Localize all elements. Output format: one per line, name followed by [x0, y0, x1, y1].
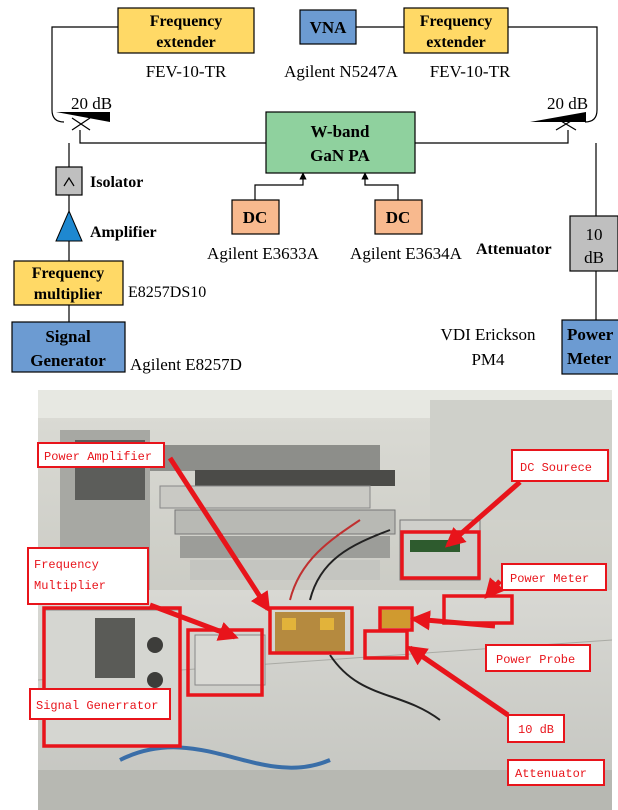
- lab-photo: Power Amplifier DC Sourece Frequency Mul…: [28, 390, 612, 810]
- amplifier-triangle: [56, 211, 82, 241]
- wire-coupler-pa-right: [415, 130, 568, 143]
- fev-right-label: FEV-10-TR: [430, 62, 511, 81]
- pm-model-line1: VDI Erickson: [441, 325, 536, 344]
- wire-dc-left: [255, 173, 303, 200]
- callout-frequency-multiplier-box: [28, 548, 148, 604]
- dc-right-label: DC: [386, 208, 411, 227]
- attenuator-label: Attenuator: [476, 241, 552, 258]
- coupler-right: 20 dB: [530, 94, 588, 130]
- coupler-left-label: 20 dB: [71, 94, 112, 113]
- attenuator-line2: dB: [584, 248, 604, 267]
- freq-extender-left-line2: extender: [156, 34, 216, 51]
- fev-left-label: FEV-10-TR: [146, 62, 227, 81]
- coupler-right-label: 20 dB: [547, 94, 588, 113]
- callout-power-amplifier: Power Amplifier: [44, 450, 152, 464]
- sig-gen-model-label: Agilent E8257D: [130, 355, 242, 374]
- attenuator-line1: 10: [586, 225, 603, 244]
- wire-coupler-pa-left: [80, 130, 266, 143]
- coupler-left: 20 dB: [56, 94, 112, 130]
- mult-model-label: E8257DS10: [128, 284, 206, 301]
- pa-line1: W-band: [311, 122, 370, 141]
- signal-generator-line2: Generator: [30, 351, 106, 370]
- callout-power-probe: Power Probe: [496, 653, 575, 667]
- vna-model-label: Agilent N5247A: [284, 62, 399, 81]
- callout-power-meter: Power Meter: [510, 572, 589, 586]
- freq-multiplier-line2: multiplier: [34, 286, 102, 303]
- dc-left-label: DC: [243, 208, 268, 227]
- callout-frequency-multiplier-line2: Multiplier: [34, 579, 106, 593]
- callout-frequency-multiplier-line1: Frequency: [34, 558, 99, 572]
- freq-extender-right-line2: extender: [426, 34, 486, 51]
- dc-left-model: Agilent E3633A: [207, 244, 320, 263]
- callout-10db: 10 dB: [518, 723, 554, 737]
- dc-right-model: Agilent E3634A: [350, 244, 463, 263]
- freq-multiplier-line1: Frequency: [32, 265, 105, 282]
- signal-generator-line1: Signal: [45, 327, 91, 346]
- wire-dc-right: [365, 173, 398, 200]
- freq-extender-right-line1: Frequency: [420, 13, 493, 30]
- isolator-label: Isolator: [90, 174, 143, 191]
- callout-signal-generator: Signal Generrator: [36, 699, 158, 713]
- freq-extender-left-line1: Frequency: [150, 13, 223, 30]
- pm-model-line2: PM4: [471, 350, 505, 369]
- callout-dc-source: DC Sourece: [520, 461, 592, 475]
- block-diagram: 20 dB 20 dB Frequency extender FEV-10-TR…: [12, 8, 618, 374]
- pa-line2: GaN PA: [310, 146, 370, 165]
- power-meter-line1: Power: [567, 325, 614, 344]
- callout-attenuator: Attenuator: [515, 767, 587, 781]
- vna-label: VNA: [310, 18, 348, 37]
- amplifier-label: Amplifier: [90, 224, 157, 241]
- power-meter-line2: Meter: [567, 349, 612, 368]
- isolator-box: [56, 167, 82, 195]
